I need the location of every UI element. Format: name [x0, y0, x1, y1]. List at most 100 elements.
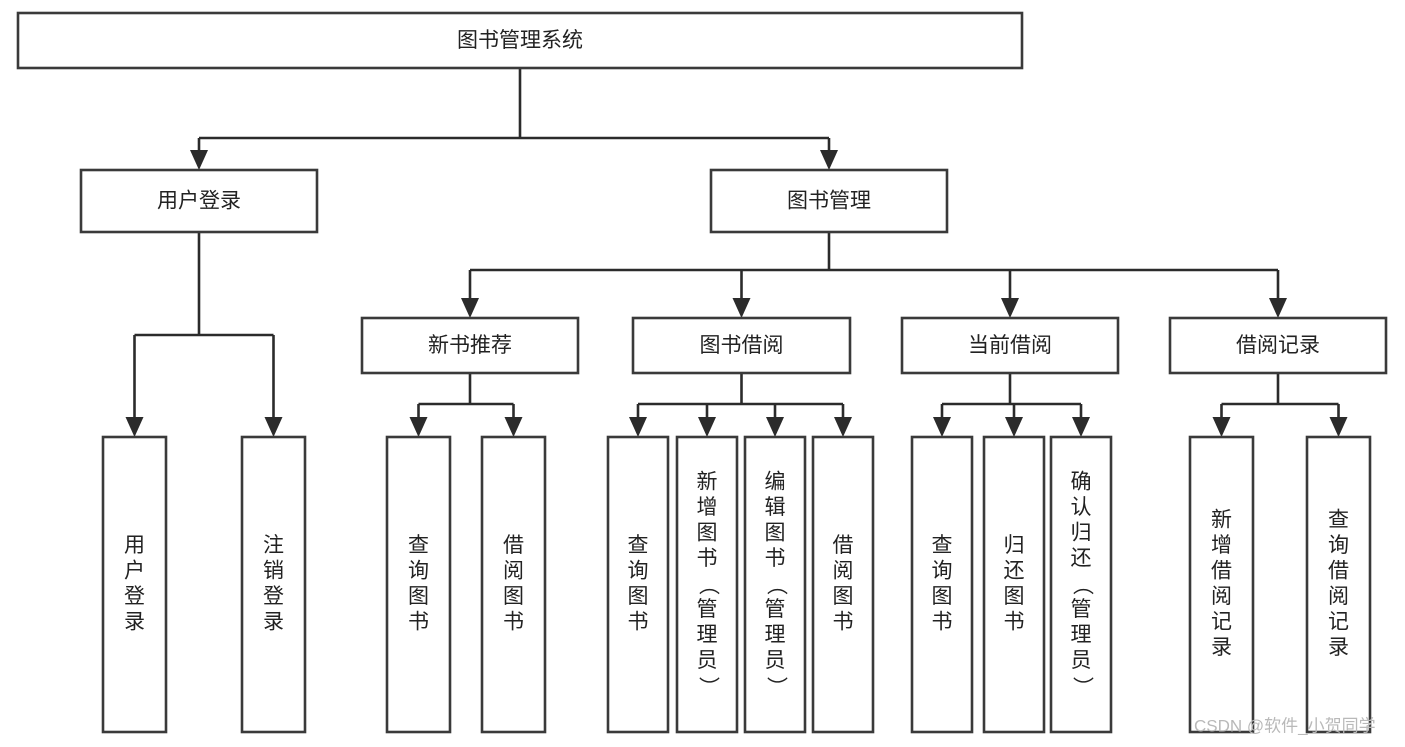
node-label-leaf-borrow-book-recommend: 阅 [503, 560, 524, 583]
node-label-leaf-borrow-book: 借 [833, 534, 854, 557]
node-root[interactable]: 图书管理系统 [16, 11, 1024, 70]
node-label-book-borrow: 图书借阅 [700, 334, 784, 357]
arrow-to-book-management [820, 150, 838, 170]
node-label-leaf-add-book-admin: 新 [697, 470, 718, 493]
node-label-leaf-add-book-admin: 图 [697, 521, 718, 544]
node-label-leaf-query-borrow-record: 查 [1328, 509, 1349, 532]
node-label-leaf-add-book-admin: 增 [697, 496, 718, 519]
node-label-leaf-query-book-borrow: 书 [628, 611, 649, 634]
node-label-leaf-return-book: 还 [1004, 560, 1025, 583]
node-label-leaf-borrow-book-recommend: 书 [503, 611, 524, 634]
node-label-leaf-add-borrow-record: 借 [1211, 560, 1232, 583]
node-leaf-user-login[interactable]: 用户登录 [101, 435, 168, 734]
node-label-user-login: 用户登录 [157, 190, 241, 213]
node-label-leaf-borrow-book-recommend: 图 [503, 585, 524, 608]
arrow-to-new-book-recommend [461, 298, 479, 318]
node-current-borrow[interactable]: 当前借阅 [900, 316, 1120, 375]
node-label-leaf-confirm-return-admin: 理 [1071, 623, 1092, 646]
node-box-leaf-query-book-borrow [606, 435, 670, 734]
arrow-to-leaf-add-borrow-record [1212, 417, 1231, 437]
node-box-leaf-user-logout [240, 435, 307, 734]
arrow-to-leaf-user-logout [264, 417, 283, 437]
node-label-current-borrow: 当前借阅 [968, 334, 1052, 357]
node-box-root [16, 11, 1024, 70]
node-box-leaf-query-borrow-record [1305, 435, 1372, 734]
node-label-root: 图书管理系统 [457, 29, 583, 52]
node-label-leaf-add-borrow-record: 新 [1211, 509, 1232, 532]
node-label-leaf-return-book: 图 [1004, 585, 1025, 608]
node-label-leaf-borrow-book: 阅 [833, 560, 854, 583]
node-label-leaf-user-login: 录 [124, 611, 145, 634]
node-label-leaf-edit-book-admin: 辑 [765, 496, 786, 519]
node-box-new-book-recommend [360, 316, 580, 375]
node-label-book-management: 图书管理 [787, 190, 871, 213]
node-label-leaf-add-book-admin: ） [696, 676, 719, 697]
arrow-to-book-borrow [732, 298, 751, 318]
node-box-leaf-add-book-admin [675, 435, 739, 734]
node-label-leaf-edit-book-admin: 员 [765, 649, 786, 672]
node-label-leaf-query-borrow-record: 记 [1328, 611, 1349, 634]
node-book-management[interactable]: 图书管理 [709, 168, 949, 234]
arrow-to-leaf-confirm-return-admin [1072, 417, 1090, 437]
node-box-leaf-user-login [101, 435, 168, 734]
node-label-leaf-add-book-admin: 理 [697, 623, 718, 646]
node-label-leaf-borrow-book: 书 [833, 611, 854, 634]
node-label-leaf-confirm-return-admin: 员 [1071, 649, 1092, 672]
arrow-to-leaf-query-book-current [933, 417, 951, 437]
node-label-leaf-add-borrow-record: 阅 [1211, 585, 1232, 608]
boxes-layer: 图书管理系统用户登录图书管理新书推荐图书借阅当前借阅借阅记录用户登录注销登录查询… [16, 11, 1388, 734]
node-label-leaf-query-book-current: 查 [932, 534, 953, 557]
connectors-layer [125, 68, 1348, 437]
node-label-leaf-edit-book-admin: ） [764, 676, 787, 697]
node-label-leaf-query-book-current: 询 [932, 560, 953, 583]
node-label-leaf-confirm-return-admin: 认 [1071, 496, 1092, 519]
node-box-leaf-add-borrow-record [1188, 435, 1255, 734]
node-label-leaf-return-book: 书 [1004, 611, 1025, 634]
node-box-user-login [79, 168, 319, 234]
node-user-login[interactable]: 用户登录 [79, 168, 319, 234]
node-box-leaf-return-book [982, 435, 1046, 734]
node-label-leaf-query-book-recommend: 询 [408, 560, 429, 583]
node-label-leaf-edit-book-admin: （ [764, 574, 787, 595]
node-label-leaf-add-book-admin: 管 [697, 598, 718, 621]
node-label-leaf-user-login: 用 [124, 534, 145, 557]
node-label-leaf-user-logout: 销 [263, 560, 284, 583]
arrow-to-leaf-query-book-recommend [409, 417, 428, 437]
node-label-leaf-query-book-recommend: 书 [408, 611, 429, 634]
node-label-leaf-query-borrow-record: 阅 [1328, 585, 1349, 608]
arrow-to-leaf-borrow-book [834, 417, 852, 437]
node-box-book-borrow [631, 316, 852, 375]
node-label-borrow-record: 借阅记录 [1236, 334, 1320, 357]
node-borrow-record[interactable]: 借阅记录 [1168, 316, 1388, 375]
node-book-borrow[interactable]: 图书借阅 [631, 316, 852, 375]
node-label-leaf-confirm-return-admin: 归 [1071, 521, 1092, 544]
node-label-leaf-query-book-recommend: 图 [408, 585, 429, 608]
node-label-leaf-query-book-borrow: 询 [628, 560, 649, 583]
node-label-leaf-user-logout: 录 [263, 611, 284, 634]
node-box-leaf-confirm-return-admin [1049, 435, 1113, 734]
node-label-leaf-add-book-admin: 员 [697, 649, 718, 672]
node-new-book-recommend[interactable]: 新书推荐 [360, 316, 580, 375]
node-box-leaf-borrow-book-recommend [480, 435, 547, 734]
node-label-leaf-query-borrow-record: 询 [1328, 534, 1349, 557]
node-label-leaf-confirm-return-admin: 还 [1071, 547, 1092, 570]
node-label-leaf-edit-book-admin: 编 [765, 470, 786, 493]
node-label-leaf-borrow-book: 图 [833, 585, 854, 608]
node-label-leaf-user-login: 户 [124, 560, 145, 583]
node-box-leaf-query-book-current [910, 435, 974, 734]
arrow-to-current-borrow [1001, 298, 1019, 318]
node-label-leaf-user-login: 登 [124, 585, 145, 608]
